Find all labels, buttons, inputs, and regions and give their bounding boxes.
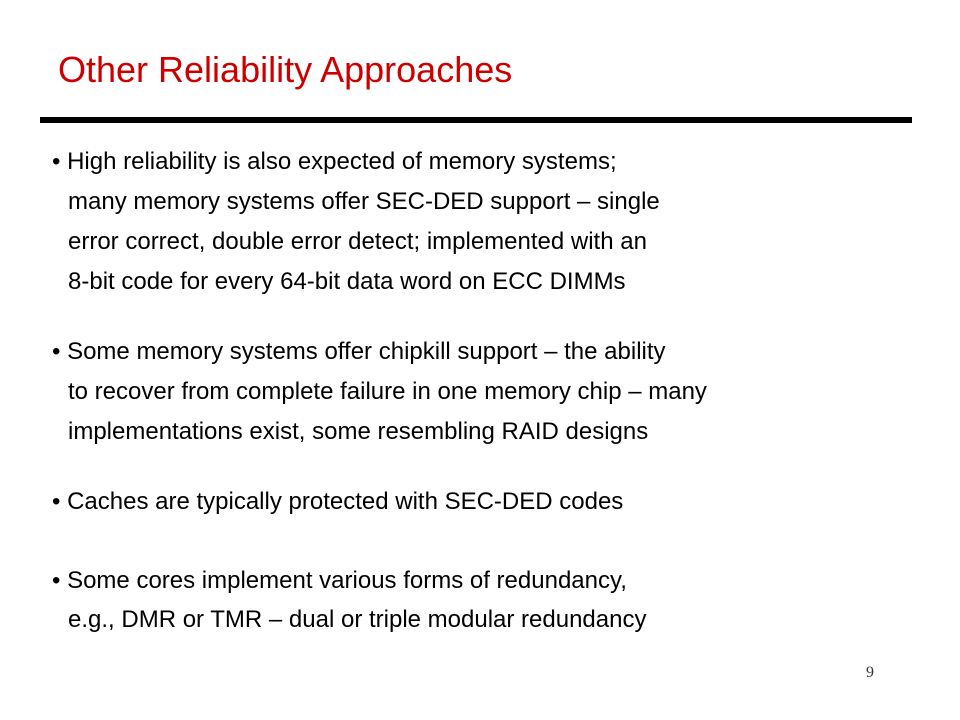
bullet-marker: • (52, 488, 61, 515)
bullet-marker: • (52, 567, 61, 594)
bullet-4-line-1: • Some cores implement various forms of … (52, 567, 627, 594)
page-number: 9 (866, 664, 874, 681)
bullet-1-line-1: • High reliability is also expected of m… (52, 148, 617, 175)
bullet-1-line-2: many memory systems offer SEC-DED suppor… (68, 188, 660, 215)
bullet-2-line-3: implementations exist, some resembling R… (68, 418, 649, 445)
bullet-1-line-3: error correct, double error detect; impl… (68, 228, 647, 255)
bullet-2-line-2: to recover from complete failure in one … (68, 378, 707, 405)
bullet-2-line-1: • Some memory systems offer chipkill sup… (52, 338, 666, 365)
bullet-1-line-4: 8-bit code for every 64-bit data word on… (68, 268, 626, 295)
slide-title: Other Reliability Approaches (58, 49, 513, 90)
bullet-marker: • (52, 338, 61, 365)
bullet-marker: • (52, 148, 61, 175)
bullet-3-line-1: • Caches are typically protected with SE… (52, 488, 624, 515)
title-divider (40, 117, 912, 123)
bullet-4-line-2: e.g., DMR or TMR – dual or triple modula… (68, 606, 647, 633)
